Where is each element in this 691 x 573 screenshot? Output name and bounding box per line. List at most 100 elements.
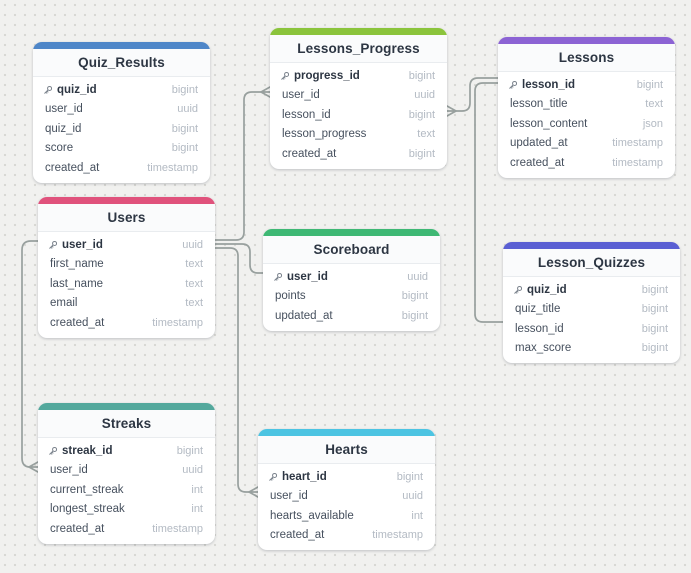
- table-accent-bar: [33, 42, 210, 49]
- table-accent-bar: [38, 403, 215, 410]
- field-type: text: [185, 277, 203, 290]
- relationship-line-users-streaks: [21, 240, 39, 468]
- table-title: Scoreboard: [263, 236, 440, 264]
- field-name: max_score: [515, 342, 572, 355]
- field-name: user_id: [62, 238, 103, 251]
- field-type: bigint: [641, 303, 668, 316]
- table-title: Streaks: [38, 410, 215, 438]
- field-name: created_at: [50, 522, 105, 535]
- field-name: points: [275, 290, 306, 303]
- field-type: uuid: [182, 238, 203, 251]
- field-type: bigint: [171, 122, 198, 135]
- field-type: uuid: [407, 270, 428, 283]
- field-type: uuid: [182, 464, 203, 477]
- field-type: bigint: [396, 470, 423, 483]
- field-type: timestamp: [612, 156, 663, 169]
- primary-key-icon: [268, 472, 278, 482]
- field-name: last_name: [50, 277, 104, 290]
- field-type: int: [191, 483, 203, 496]
- field-name: quiz_id: [57, 83, 97, 96]
- field-name: lesson_progress: [282, 128, 367, 141]
- field-row: quiz_id bigint: [503, 280, 680, 300]
- table-title: Lessons_Progress: [270, 35, 447, 63]
- crows-foot-marker-users-hearts: [248, 486, 259, 498]
- primary-key-icon: [280, 71, 290, 81]
- field-name: user_id: [287, 270, 328, 283]
- field-type: bigint: [641, 322, 668, 335]
- field-name: heart_id: [282, 470, 327, 483]
- field-type: json: [642, 117, 663, 130]
- field-type: timestamp: [147, 161, 198, 174]
- field-row: heart_id bigint: [258, 467, 435, 487]
- crows-foot-marker-users-streaks: [28, 461, 39, 473]
- field-name: quiz_id: [527, 283, 567, 296]
- relationship-line-lessons_progress-lessons: [455, 77, 499, 112]
- field-name: hearts_available: [270, 509, 354, 522]
- field-row: lesson_id bigint: [503, 319, 680, 339]
- primary-key-icon: [513, 285, 523, 295]
- field-type: bigint: [171, 142, 198, 155]
- primary-key-icon: [508, 80, 518, 90]
- field-name: created_at: [270, 529, 325, 542]
- field-name: updated_at: [275, 309, 333, 322]
- field-name: updated_at: [510, 137, 568, 150]
- primary-key-icon: [273, 272, 283, 282]
- field-name: current_streak: [50, 483, 124, 496]
- field-type: text: [185, 297, 203, 310]
- relationship-line-users-hearts: [214, 247, 250, 493]
- field-name: lesson_content: [510, 117, 588, 130]
- field-name: lesson_id: [282, 108, 331, 121]
- field-name: created_at: [50, 316, 105, 329]
- table-accent-bar: [263, 229, 440, 236]
- field-row: user_id uuid: [38, 235, 215, 255]
- field-type: timestamp: [372, 529, 423, 542]
- field-name: lesson_id: [522, 78, 576, 91]
- field-row: current_streak int: [38, 480, 215, 500]
- table-title: Users: [38, 204, 215, 232]
- field-type: bigint: [408, 69, 435, 82]
- field-name: created_at: [45, 161, 100, 174]
- field-type: bigint: [641, 283, 668, 296]
- field-name: user_id: [270, 490, 308, 503]
- field-name: first_name: [50, 258, 104, 271]
- table-accent-bar: [503, 242, 680, 249]
- table-accent-bar: [258, 429, 435, 436]
- crows-foot-marker-users-lessons_progress: [260, 86, 271, 98]
- field-name: progress_id: [294, 69, 360, 82]
- table-title: Quiz_Results: [33, 49, 210, 77]
- primary-key-icon: [48, 446, 58, 456]
- field-type: bigint: [641, 342, 668, 355]
- field-type: int: [191, 503, 203, 516]
- field-name: lesson_id: [515, 322, 564, 335]
